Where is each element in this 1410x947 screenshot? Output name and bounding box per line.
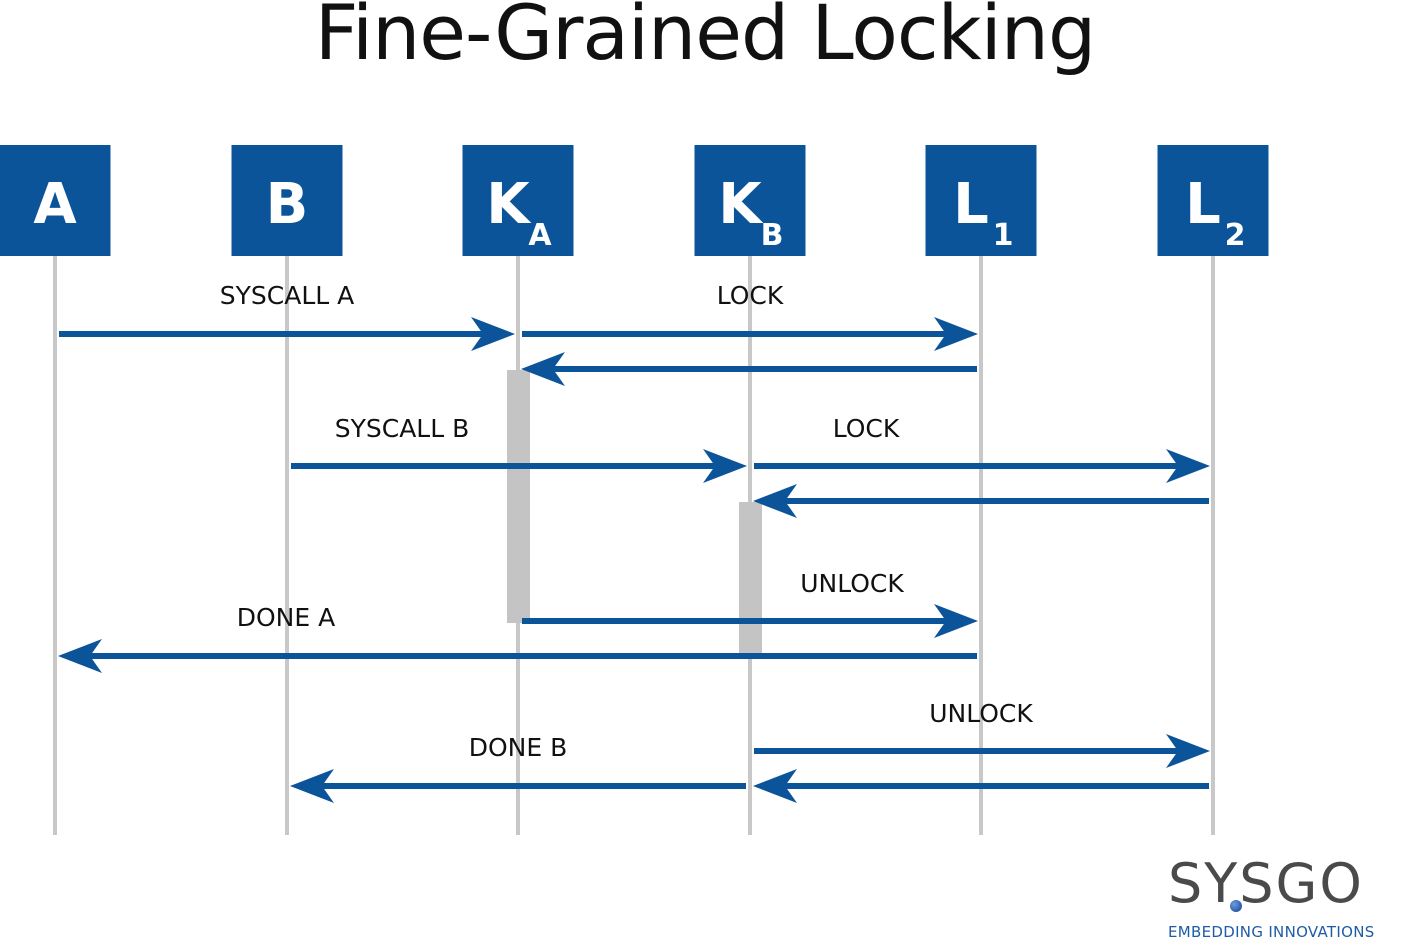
logo-tagline: EMBEDDING INNOVATIONS <box>1168 923 1375 941</box>
arrowhead-icon <box>1166 449 1210 483</box>
participant-box <box>462 145 574 256</box>
message-kb-to-l2: UNLOCK <box>754 699 1210 768</box>
message-b-to-kb: SYSCALL B <box>291 414 747 483</box>
arrowhead-icon <box>703 449 747 483</box>
logo-wordmark: SYSGO <box>1168 852 1364 915</box>
sysgo-logo: SYSGO EMBEDDING INNOVATIONS <box>1160 852 1410 947</box>
arrowhead-icon <box>753 769 797 803</box>
arrowhead-icon <box>1166 734 1210 768</box>
diagram-title: Fine-Grained Locking <box>314 0 1096 77</box>
participant-a: A <box>0 145 111 256</box>
arrowhead-icon <box>58 639 102 673</box>
message-kb-to-l2: LOCK <box>754 414 1210 483</box>
arrowhead-icon <box>290 769 334 803</box>
participant-subscript: B <box>761 218 784 253</box>
message-label: DONE B <box>469 733 568 762</box>
activation-bars <box>507 370 762 658</box>
participant-b: B <box>231 145 343 256</box>
participant-kb: KB <box>694 145 806 256</box>
participant-ka: KA <box>462 145 574 256</box>
message-ka-to-l1: LOCK <box>522 281 978 351</box>
message-l1-to-a: DONE A <box>58 603 977 673</box>
message-l1-to-ka <box>521 352 977 386</box>
message-label: LOCK <box>717 281 784 310</box>
message-label: LOCK <box>833 414 900 443</box>
message-a-to-ka: SYSCALL A <box>59 281 515 351</box>
participant-letter: K <box>486 172 532 237</box>
participant-letter: K <box>718 172 764 237</box>
message-label: SYSCALL A <box>220 281 354 310</box>
participant-letter: B <box>266 172 309 237</box>
participant-letter: A <box>33 172 77 237</box>
message-label: UNLOCK <box>929 699 1033 728</box>
participant-subscript: A <box>528 218 552 253</box>
arrowhead-icon <box>753 484 797 518</box>
participant-box <box>0 145 111 256</box>
participant-letter: L <box>1185 172 1221 237</box>
participant-subscript: 1 <box>993 218 1014 253</box>
participant-box <box>925 145 1037 256</box>
message-l2-to-kb <box>753 769 1209 803</box>
message-ka-to-l1: UNLOCK <box>522 569 978 638</box>
logo-dot-icon <box>1230 900 1242 912</box>
arrowhead-icon <box>934 317 978 351</box>
participant-box <box>694 145 806 256</box>
message-label: UNLOCK <box>800 569 904 598</box>
arrowhead-icon <box>934 604 978 638</box>
arrowhead-icon <box>521 352 565 386</box>
participant-letter: L <box>953 172 989 237</box>
activation-bar-ka <box>507 370 530 623</box>
activation-bar-kb <box>739 502 762 658</box>
participant-box <box>1157 145 1269 256</box>
message-label: SYSCALL B <box>335 414 470 443</box>
message-label: DONE A <box>237 603 335 632</box>
message-l2-to-kb <box>753 484 1209 518</box>
messages: SYSCALL A LOCK SYSCALL B LOCK UNLOCK DONE A UN… <box>58 281 1210 803</box>
participant-subscript: 2 <box>1225 218 1246 253</box>
participant-box <box>231 145 343 256</box>
message-kb-to-b: DONE B <box>290 733 746 803</box>
arrowhead-icon <box>471 317 515 351</box>
